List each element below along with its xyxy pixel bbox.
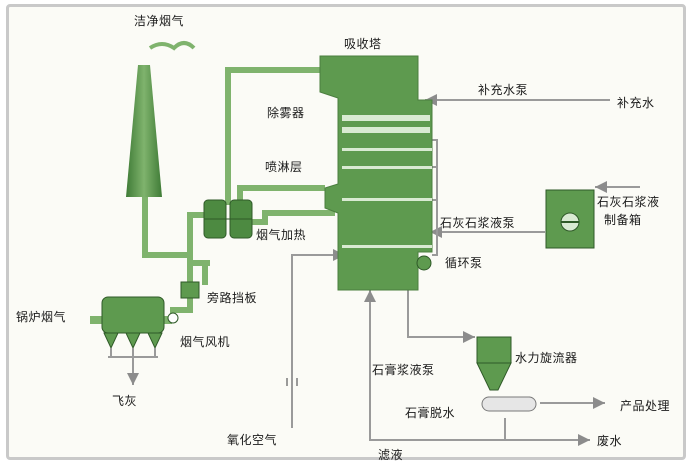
label-bypass-damper: 旁路挡板 bbox=[207, 291, 258, 305]
label-boiler-flue-gas: 锅炉烟气 bbox=[16, 310, 67, 324]
chimney-stack bbox=[126, 41, 196, 197]
gas-gas-heater bbox=[203, 199, 253, 239]
label-clean-flue-gas: 洁净烟气 bbox=[134, 14, 185, 28]
label-limestone-slurry-pump: 石灰石浆液泵 bbox=[440, 216, 516, 230]
bypass-damper-valve bbox=[180, 281, 200, 299]
filtrate-line bbox=[364, 290, 506, 441]
label-gypsum-dewatering: 石膏脱水 bbox=[405, 406, 456, 420]
label-circulation-pump: 循环泵 bbox=[445, 256, 483, 270]
label-fly-ash: 飞灰 bbox=[112, 394, 138, 408]
absorber-tower bbox=[319, 55, 433, 291]
label-filtrate: 滤液 bbox=[378, 448, 404, 462]
label-product-treatment: 产品处理 bbox=[620, 399, 671, 413]
absorber-inlet-duct bbox=[237, 185, 325, 205]
limestone-prep-tank bbox=[545, 189, 595, 249]
green-flue-ducts bbox=[142, 67, 335, 313]
label-flue-gas-heating: 烟气加热 bbox=[256, 228, 307, 242]
gypsum-slurry-line bbox=[407, 288, 475, 343]
label-limestone-prep-box-1: 石灰石浆液 bbox=[597, 195, 660, 209]
label-spray-layer: 喷淋层 bbox=[265, 160, 303, 174]
label-makeup-water: 补充水 bbox=[617, 96, 655, 110]
reheater-connection bbox=[252, 210, 335, 225]
label-waste-water: 废水 bbox=[597, 434, 623, 448]
label-hydrocyclone: 水力旋流器 bbox=[515, 351, 578, 365]
belt-filter bbox=[481, 396, 537, 412]
circulation-pump-symbol bbox=[416, 255, 432, 271]
label-limestone-prep-box-2: 制备箱 bbox=[604, 213, 642, 227]
absorber-outlet-duct bbox=[225, 67, 325, 205]
label-absorber: 吸收塔 bbox=[344, 37, 382, 51]
label-flue-gas-fan: 烟气风机 bbox=[180, 335, 231, 349]
bypass-duct bbox=[170, 255, 193, 313]
label-oxidation-air: 氧化空气 bbox=[227, 433, 278, 447]
label-gypsum-slurry-pump: 石膏浆液泵 bbox=[372, 363, 435, 377]
precipitator bbox=[90, 296, 179, 385]
label-makeup-water-pump: 补充水泵 bbox=[478, 83, 529, 97]
hydrocyclone-unit bbox=[476, 336, 512, 391]
oxidation-air-line bbox=[291, 249, 345, 428]
label-demister: 除雾器 bbox=[267, 106, 305, 120]
